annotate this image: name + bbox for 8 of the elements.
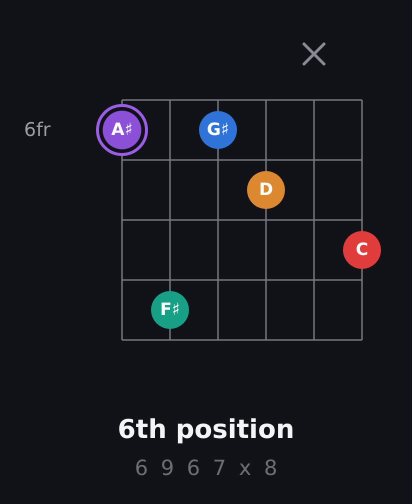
- note-marker: G♯: [199, 111, 237, 149]
- note-marker: D: [247, 171, 285, 209]
- note-marker: C: [343, 231, 381, 269]
- root-note-marker: A♯: [96, 104, 148, 156]
- note-marker: F♯: [151, 291, 189, 329]
- chord-title: 6th position: [118, 415, 294, 445]
- fingering-text: 6 9 6 7 x 8: [134, 456, 280, 480]
- fret-number: 6fr: [24, 119, 51, 141]
